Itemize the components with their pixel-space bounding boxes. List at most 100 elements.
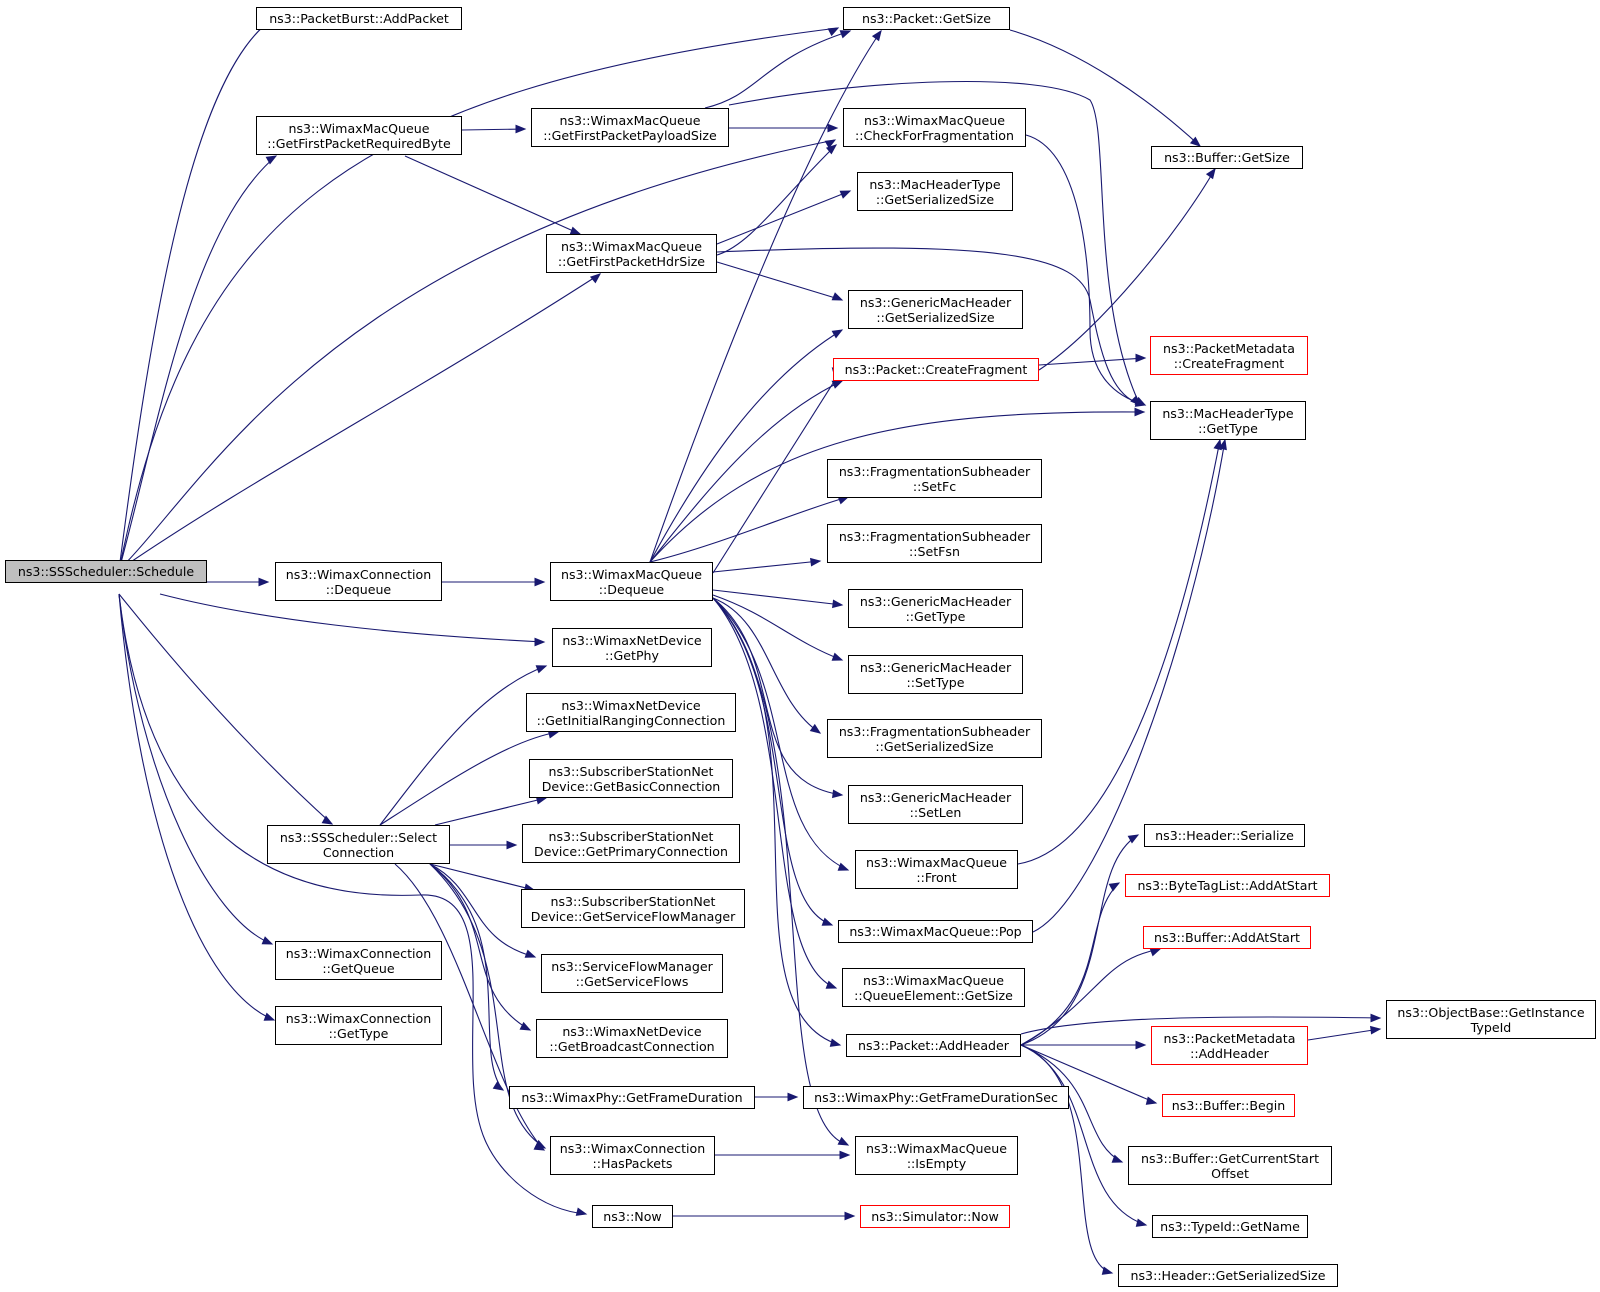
node-gmh-ser[interactable]: ns3::GenericMacHeader::GetSerializedSize bbox=[848, 290, 1023, 329]
arrowhead bbox=[839, 1150, 851, 1160]
arrowhead bbox=[261, 936, 274, 945]
node-label-line: ns3::Simulator::Now bbox=[871, 1209, 999, 1224]
arrowhead bbox=[1135, 1040, 1147, 1050]
node-pm-addhdr[interactable]: ns3::PacketMetadata::AddHeader bbox=[1151, 1026, 1308, 1065]
node-label-line: ns3::Packet::AddHeader bbox=[858, 1038, 1009, 1053]
call-edge bbox=[429, 863, 536, 958]
call-edge bbox=[118, 27, 839, 571]
node-label-line: Offset bbox=[1211, 1165, 1249, 1181]
call-edge bbox=[728, 80, 1141, 406]
call-edge bbox=[649, 496, 849, 563]
node-q-hdr[interactable]: ns3::WimaxMacQueue::GetFirstPacketHdrSiz… bbox=[546, 234, 717, 273]
node-fs-fc[interactable]: ns3::FragmentationSubheader::SetFc bbox=[827, 459, 1042, 498]
node-schedule[interactable]: ns3::SSScheduler::Schedule bbox=[5, 560, 207, 583]
node-gmh-setlen[interactable]: ns3::GenericMacHeader::SetLen bbox=[848, 785, 1023, 824]
node-phy-framesec[interactable]: ns3::WimaxPhy::GetFrameDurationSec bbox=[803, 1086, 1069, 1109]
node-label-line: TypeId bbox=[1470, 1019, 1512, 1035]
node-mht-type[interactable]: ns3::MacHeaderType::GetType bbox=[1150, 401, 1306, 440]
node-label-line: ns3::WimaxMacQueue bbox=[288, 120, 430, 136]
node-fs-ser[interactable]: ns3::FragmentationSubheader::GetSerializ… bbox=[827, 719, 1042, 758]
node-hdr-ser[interactable]: ns3::Header::Serialize bbox=[1144, 824, 1305, 847]
node-btl-add[interactable]: ns3::ByteTagList::AddAtStart bbox=[1125, 874, 1330, 897]
node-buf-size[interactable]: ns3::Buffer::GetSize bbox=[1151, 146, 1303, 169]
node-label-line: ns3::WimaxMacQueue bbox=[865, 1140, 1008, 1156]
node-conn-haspkts[interactable]: ns3::WimaxConnection::HasPackets bbox=[550, 1136, 715, 1175]
node-label-line: ::Front bbox=[916, 869, 957, 885]
node-q-empty[interactable]: ns3::WimaxMacQueue::IsEmpty bbox=[855, 1136, 1018, 1175]
call-edge bbox=[429, 863, 546, 1149]
arrowhead bbox=[506, 840, 518, 850]
node-conn-deq[interactable]: ns3::WimaxConnection::Dequeue bbox=[275, 562, 442, 601]
arrowhead bbox=[810, 557, 822, 567]
node-qe-size[interactable]: ns3::WimaxMacQueue::QueueElement::GetSiz… bbox=[842, 968, 1025, 1007]
node-pkt-addhdr[interactable]: ns3::Packet::AddHeader bbox=[846, 1034, 1021, 1057]
node-q-pop[interactable]: ns3::WimaxMacQueue::Pop bbox=[838, 920, 1033, 943]
node-pm-frag[interactable]: ns3::PacketMetadata::CreateFragment bbox=[1150, 336, 1308, 375]
node-conn-queue[interactable]: ns3::WimaxConnection::GetQueue bbox=[275, 941, 442, 980]
node-label-line: ns3::Buffer::GetSize bbox=[1164, 150, 1290, 165]
node-q-payload[interactable]: ns3::WimaxMacQueue::GetFirstPacketPayloa… bbox=[531, 108, 729, 147]
call-edge bbox=[712, 597, 821, 734]
node-pkt-frag[interactable]: ns3::Packet::CreateFragment bbox=[833, 358, 1039, 381]
arrowhead bbox=[1218, 438, 1227, 451]
node-label-line: ns3::GenericMacHeader bbox=[859, 659, 1012, 675]
node-conn-type[interactable]: ns3::WimaxConnection::GetType bbox=[275, 1006, 442, 1045]
node-phy-frame[interactable]: ns3::WimaxPhy::GetFrameDuration bbox=[509, 1086, 755, 1109]
node-label-line: ns3::WimaxMacQueue::Pop bbox=[849, 924, 1022, 939]
node-label-line: ::SetFsn bbox=[909, 543, 960, 559]
node-label-line: ns3::WimaxConnection bbox=[285, 566, 432, 582]
call-edge bbox=[1009, 29, 1201, 147]
node-label-line: ::IsEmpty bbox=[906, 1155, 967, 1171]
node-label-line: ns3::Buffer::Begin bbox=[1171, 1098, 1286, 1113]
node-burst-add[interactable]: ns3::PacketBurst::AddPacket bbox=[256, 7, 462, 30]
node-mht-ser[interactable]: ns3::MacHeaderType::GetSerializedSize bbox=[857, 172, 1013, 211]
node-pkt-size[interactable]: ns3::Packet::GetSize bbox=[843, 7, 1010, 30]
node-label-line: ns3::WimaxMacQueue bbox=[560, 566, 703, 582]
node-label-line: ns3::WimaxMacQueue bbox=[559, 112, 701, 128]
node-label-line: ns3::WimaxConnection bbox=[285, 945, 432, 961]
node-sim-now[interactable]: ns3::Simulator::Now bbox=[860, 1205, 1010, 1228]
arrowhead bbox=[825, 980, 838, 989]
node-tid-name[interactable]: ns3::TypeId::GetName bbox=[1152, 1215, 1308, 1238]
node-gmh-settype[interactable]: ns3::GenericMacHeader::SetType bbox=[848, 655, 1023, 694]
call-edge bbox=[1020, 882, 1120, 1046]
call-edge bbox=[1032, 439, 1226, 933]
arrowhead bbox=[837, 1136, 850, 1146]
node-q-req-byte[interactable]: ns3::WimaxMacQueue::GetFirstPacketRequir… bbox=[256, 116, 462, 155]
call-edge bbox=[1020, 1044, 1123, 1163]
call-edge bbox=[704, 30, 851, 109]
node-q-front[interactable]: ns3::WimaxMacQueue::Front bbox=[855, 850, 1018, 889]
node-label-line: ns3::FragmentationSubheader bbox=[838, 528, 1031, 544]
call-edge bbox=[649, 30, 882, 563]
node-label-line: ::GetSerializedSize bbox=[875, 191, 995, 207]
call-edge bbox=[1038, 357, 1146, 366]
call-edge bbox=[716, 247, 1146, 406]
node-hdr-sersize[interactable]: ns3::Header::GetSerializedSize bbox=[1118, 1264, 1338, 1287]
node-buf-begin[interactable]: ns3::Buffer::Begin bbox=[1162, 1094, 1295, 1117]
node-label-line: ::GetType bbox=[1198, 420, 1258, 436]
node-nd-phy[interactable]: ns3::WimaxNetDevice::GetPhy bbox=[552, 628, 712, 667]
node-q-deq[interactable]: ns3::WimaxMacQueue::Dequeue bbox=[550, 562, 713, 601]
arrowhead bbox=[831, 652, 844, 661]
node-nd-bcast[interactable]: ns3::WimaxNetDevice::GetBroadcastConnect… bbox=[536, 1019, 728, 1058]
node-label-line: ns3::WimaxNetDevice bbox=[561, 697, 701, 713]
node-gmh-gettype[interactable]: ns3::GenericMacHeader::GetType bbox=[848, 589, 1023, 628]
node-label-line: ::GetBroadcastConnection bbox=[549, 1038, 715, 1054]
node-nd-initrange[interactable]: ns3::WimaxNetDevice::GetInitialRangingCo… bbox=[526, 693, 736, 732]
node-fs-fsn[interactable]: ns3::FragmentationSubheader::SetFsn bbox=[827, 524, 1042, 563]
node-buf-addstart[interactable]: ns3::Buffer::AddAtStart bbox=[1143, 926, 1311, 949]
node-now[interactable]: ns3::Now bbox=[592, 1205, 673, 1228]
node-label-line: ns3::MacHeaderType bbox=[869, 176, 1001, 192]
call-edge bbox=[434, 797, 547, 826]
node-sfm-flows[interactable]: ns3::ServiceFlowManager::GetServiceFlows bbox=[541, 954, 723, 993]
node-label-line: ::GetSerializedSize bbox=[876, 309, 995, 325]
node-q-check-frag[interactable]: ns3::WimaxMacQueue::CheckForFragmentatio… bbox=[843, 108, 1026, 147]
call-edge bbox=[1307, 1028, 1381, 1041]
node-label-line: ns3::ObjectBase::GetInstance bbox=[1397, 1004, 1585, 1020]
